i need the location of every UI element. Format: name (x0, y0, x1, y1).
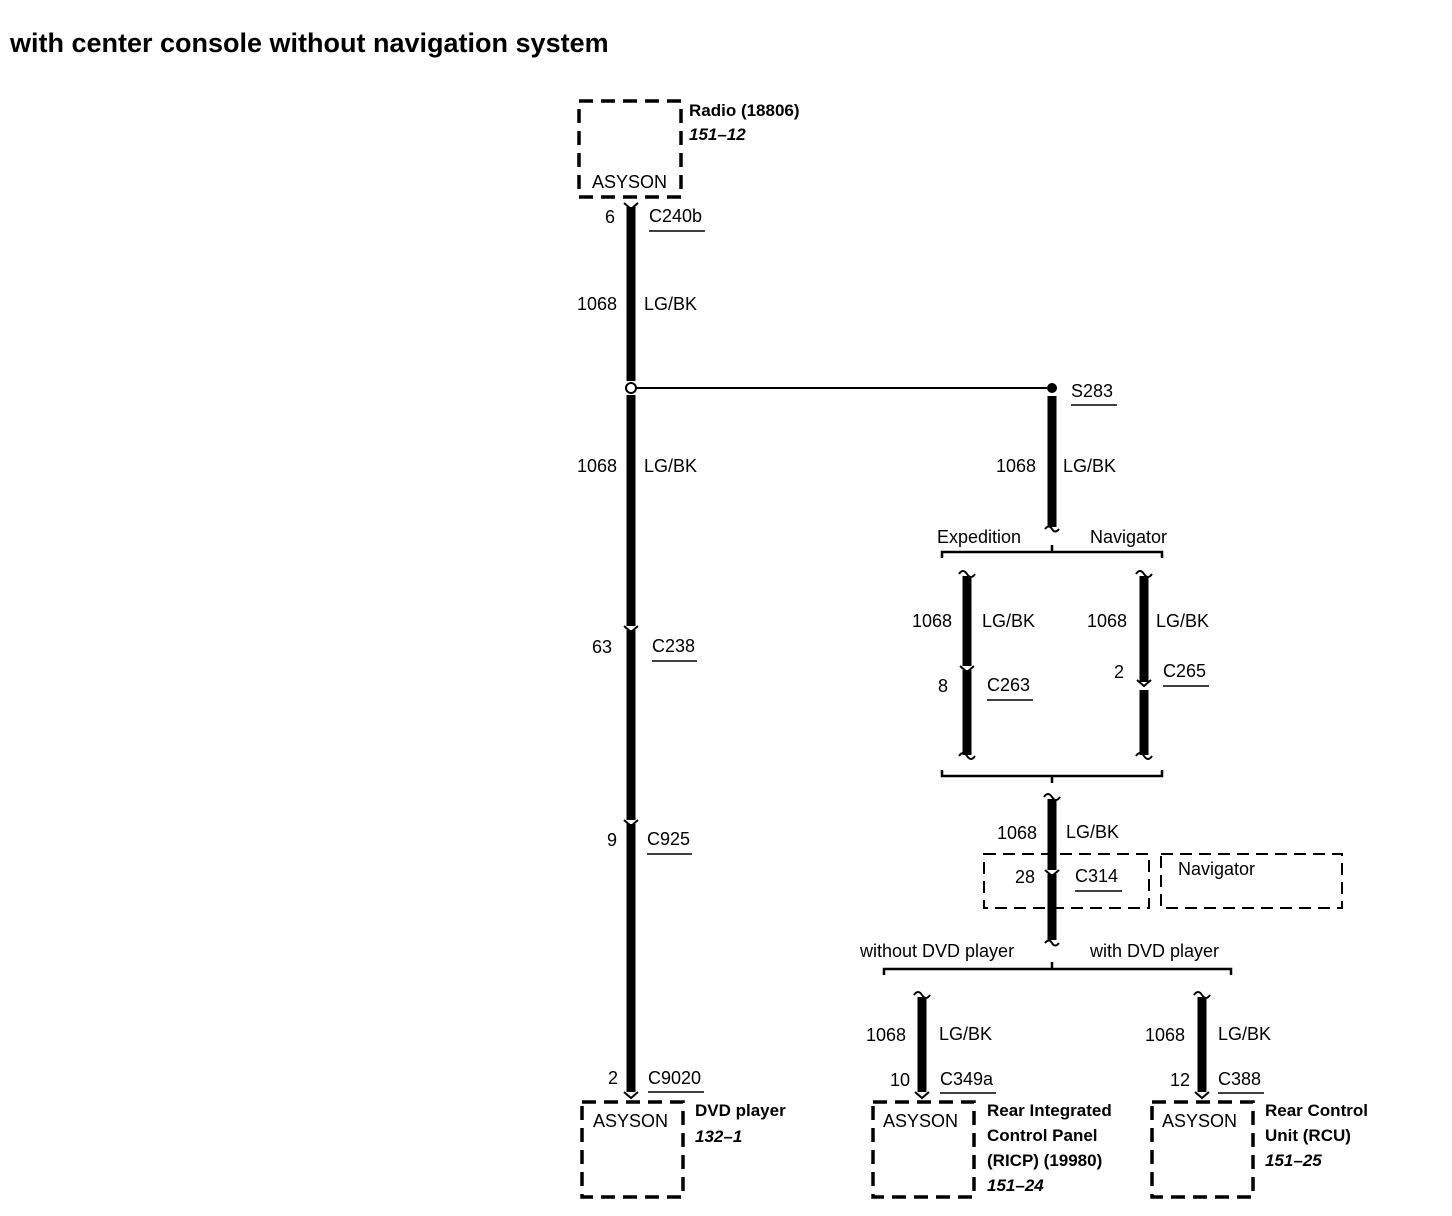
radio-name-label: Radio (18806) (689, 101, 800, 120)
dvd-player-ref: 132–1 (695, 1127, 742, 1146)
wire8-circuit-number: 1068 (1145, 1025, 1185, 1045)
junction-node (625, 382, 637, 394)
dvd-asyson-tag: ASYSON (593, 1111, 668, 1131)
radio-ref-label: 151–12 (689, 125, 746, 144)
split1-right-label: Navigator (1090, 527, 1167, 547)
c314-dashed-box (983, 853, 1150, 909)
wire4-circuit-color: LG/BK (982, 611, 1035, 631)
split2-brace (882, 962, 1233, 975)
c314-navigator-note: Navigator (1178, 859, 1255, 879)
c263-pin-label: 8 (938, 676, 948, 696)
c388-pin-label: 12 (1170, 1070, 1190, 1090)
split1-brace (940, 545, 1164, 558)
c240b-pin-label: 6 (605, 207, 615, 227)
c349a-connector-label: C349a (940, 1069, 994, 1089)
split2-right-label: with DVD player (1089, 941, 1219, 961)
expedition-break-bottom (958, 752, 976, 760)
merge1-break-symbol (1043, 793, 1061, 801)
wire3-circuit-number: 1068 (996, 456, 1036, 476)
merge1-brace (940, 770, 1164, 783)
rcu-module-box (1150, 1100, 1255, 1199)
wire3-circuit-color: LG/BK (1063, 456, 1116, 476)
c925-connector-label: C925 (647, 829, 690, 849)
c265-pin-label: 2 (1114, 662, 1124, 682)
wire4-circuit-number: 1068 (912, 611, 952, 631)
wire7-circuit-number: 1068 (866, 1025, 906, 1045)
wire1-circuit-number: 1068 (577, 294, 617, 314)
wire2-circuit-color: LG/BK (644, 456, 697, 476)
wire6-circuit-number: 1068 (997, 823, 1037, 843)
c388-connector-symbol (1194, 1091, 1210, 1100)
wire5-circuit-color: LG/BK (1156, 611, 1209, 631)
diagram-title: with center console without navigation s… (10, 28, 609, 58)
expedition-break-top (958, 570, 976, 578)
ricp-module-box (871, 1100, 976, 1199)
ricp-break-top (913, 991, 931, 999)
c240b-connector-label: C240b (649, 206, 702, 226)
c349a-connector-symbol (914, 1091, 930, 1100)
c388-connector-label: C388 (1218, 1069, 1261, 1089)
c263-connector-label: C263 (987, 675, 1030, 695)
ricp-name-line3: (RICP) (19980) (987, 1151, 1102, 1170)
rcu-break-top (1193, 991, 1211, 999)
c9020-connector-label: C9020 (648, 1068, 701, 1088)
s283-splice-label: S283 (1071, 381, 1113, 401)
split1-left-label: Expedition (937, 527, 1021, 547)
navigator-note-box (1160, 853, 1343, 909)
navigator-break-bottom (1135, 752, 1153, 760)
dvd-player-box (580, 1100, 685, 1199)
c265-connector-label: C265 (1163, 661, 1206, 681)
c314-connector-label: C314 (1075, 866, 1118, 886)
wire5-circuit-number: 1068 (1087, 611, 1127, 631)
c314-pin-label: 28 (1015, 867, 1035, 887)
wire1-circuit-color: LG/BK (644, 294, 697, 314)
radio-asyson-tag: ASYSON (592, 172, 667, 192)
ricp-name-line1: Rear Integrated (987, 1101, 1112, 1120)
c238-pin-label: 63 (592, 637, 612, 657)
c238-connector-label: C238 (652, 636, 695, 656)
s283-splice-dot (1047, 383, 1057, 393)
c9020-pin-label: 2 (608, 1068, 618, 1088)
ricp-ref-label: 151–24 (987, 1176, 1044, 1195)
wire6-circuit-color: LG/BK (1066, 822, 1119, 842)
c265-connector-symbol (1136, 679, 1152, 688)
split2-break-symbol (1044, 939, 1060, 947)
c349a-pin-label: 10 (890, 1070, 910, 1090)
rcu-asyson-tag: ASYSON (1162, 1111, 1237, 1131)
navigator-break-top (1135, 570, 1153, 578)
rcu-name-line2: Unit (RCU) (1265, 1126, 1351, 1145)
wire8-circuit-color: LG/BK (1218, 1024, 1271, 1044)
split2-left-label: without DVD player (859, 941, 1014, 961)
wire2-circuit-number: 1068 (577, 456, 617, 476)
rcu-ref-label: 151–25 (1265, 1151, 1322, 1170)
wire7-circuit-color: LG/BK (939, 1024, 992, 1044)
ricp-asyson-tag: ASYSON (883, 1111, 958, 1131)
c925-pin-label: 9 (607, 830, 617, 850)
radio-module-box (577, 99, 683, 199)
rcu-name-line1: Rear Control (1265, 1101, 1368, 1120)
ricp-name-line2: Control Panel (987, 1126, 1098, 1145)
dvd-player-name: DVD player (695, 1101, 786, 1120)
c9020-connector-symbol (623, 1091, 639, 1100)
split1-break-symbol (1044, 525, 1060, 533)
